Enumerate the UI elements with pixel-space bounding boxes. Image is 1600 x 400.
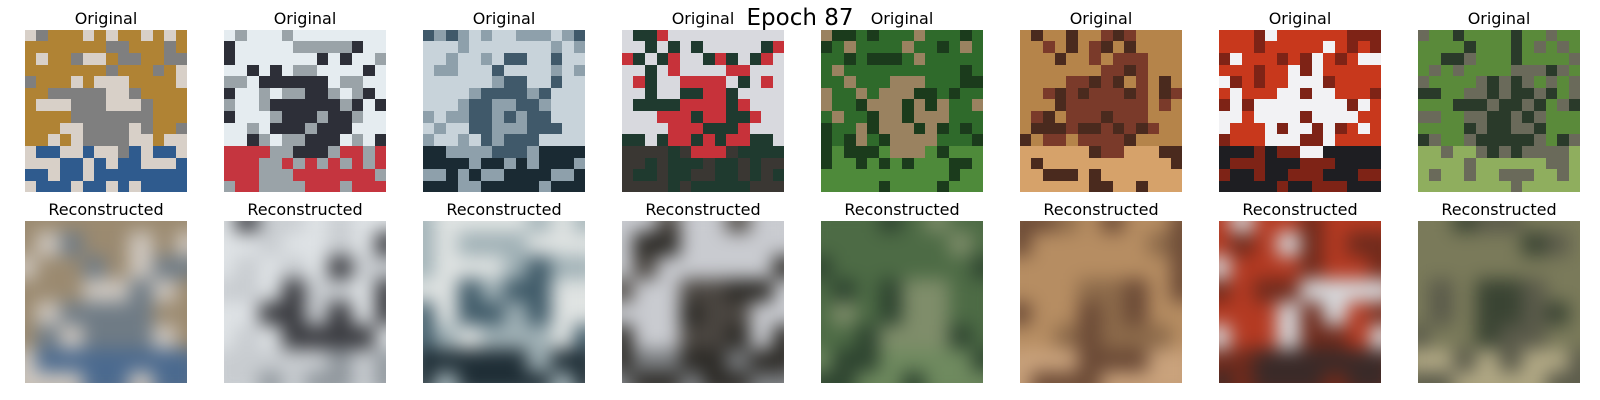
original-panel-7: Original	[1219, 8, 1381, 192]
reconstructed-image-white-car	[1219, 221, 1381, 383]
reconstructed-label: Reconstructed	[1441, 200, 1557, 219]
reconstructed-panel-7: Reconstructed	[1219, 199, 1381, 383]
original-panel-2: Original	[224, 8, 386, 192]
original-image-white-car	[1219, 30, 1381, 192]
reconstructed-image-white-boat	[224, 221, 386, 383]
original-image-white-boat	[224, 30, 386, 192]
reconstructed-image-boat-at-dock	[423, 221, 585, 383]
reconstructed-label: Reconstructed	[1043, 200, 1159, 219]
reconstructed-panel-1: Reconstructed	[25, 199, 187, 383]
original-panel-8: Original	[1418, 8, 1580, 192]
reconstructed-panel-3: Reconstructed	[423, 199, 585, 383]
reconstructed-label: Reconstructed	[1242, 200, 1358, 219]
original-image-frog-in-grass	[821, 30, 983, 192]
reconstructed-image-airplane-poster	[622, 221, 784, 383]
original-label: Original	[273, 9, 337, 28]
reconstructed-label: Reconstructed	[446, 200, 562, 219]
original-image-green-frog	[1418, 30, 1580, 192]
reconstructed-image-frog-in-grass	[821, 221, 983, 383]
original-image-cat-on-blue-fabric	[25, 30, 187, 192]
reconstructed-panel-5: Reconstructed	[821, 199, 983, 383]
reconstructed-label: Reconstructed	[48, 200, 164, 219]
reconstructed-image-cat-on-blue-fabric	[25, 221, 187, 383]
reconstructed-panel-4: Reconstructed	[622, 199, 784, 383]
original-panel-3: Original	[423, 8, 585, 192]
figure-suptitle: Epoch 87	[746, 5, 854, 31]
original-panel-1: Original	[25, 8, 187, 192]
original-label: Original	[1467, 9, 1531, 28]
reconstructed-image-green-frog	[1418, 221, 1580, 383]
original-label: Original	[74, 9, 138, 28]
reconstructed-panel-2: Reconstructed	[224, 199, 386, 383]
original-panel-5: Original	[821, 8, 983, 192]
reconstructed-image-frog-brown	[1020, 221, 1182, 383]
reconstructed-panel-6: Reconstructed	[1020, 199, 1182, 383]
reconstructed-panel-8: Reconstructed	[1418, 199, 1580, 383]
original-image-airplane-poster	[622, 30, 784, 192]
reconstructed-label: Reconstructed	[247, 200, 363, 219]
original-label: Original	[472, 9, 536, 28]
original-label: Original	[1069, 9, 1133, 28]
original-label: Original	[671, 9, 735, 28]
reconstructed-label: Reconstructed	[844, 200, 960, 219]
original-label: Original	[870, 9, 934, 28]
original-panel-4: Original	[622, 8, 784, 192]
original-panel-6: Original	[1020, 8, 1182, 192]
original-image-frog-brown	[1020, 30, 1182, 192]
original-label: Original	[1268, 9, 1332, 28]
original-image-boat-at-dock	[423, 30, 585, 192]
reconstructed-label: Reconstructed	[645, 200, 761, 219]
